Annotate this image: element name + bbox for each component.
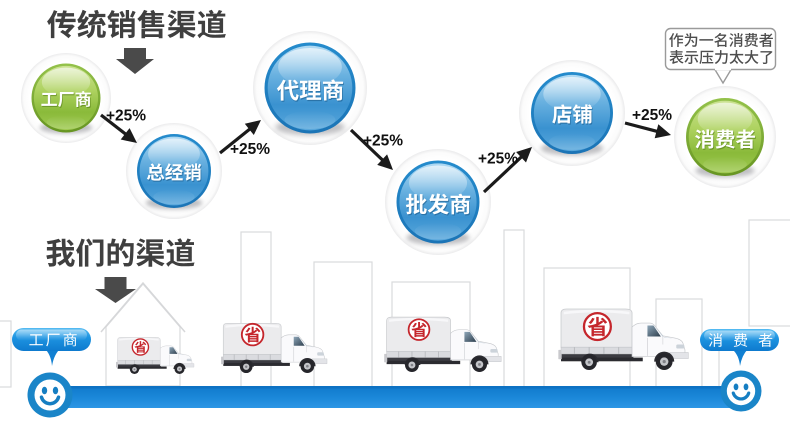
svg-text:+25%: +25% bbox=[632, 107, 672, 124]
svg-text:+25%: +25% bbox=[478, 150, 518, 167]
svg-text:+25%: +25% bbox=[363, 132, 403, 149]
svg-text:+25%: +25% bbox=[230, 141, 270, 158]
svg-text:+25%: +25% bbox=[106, 107, 146, 124]
